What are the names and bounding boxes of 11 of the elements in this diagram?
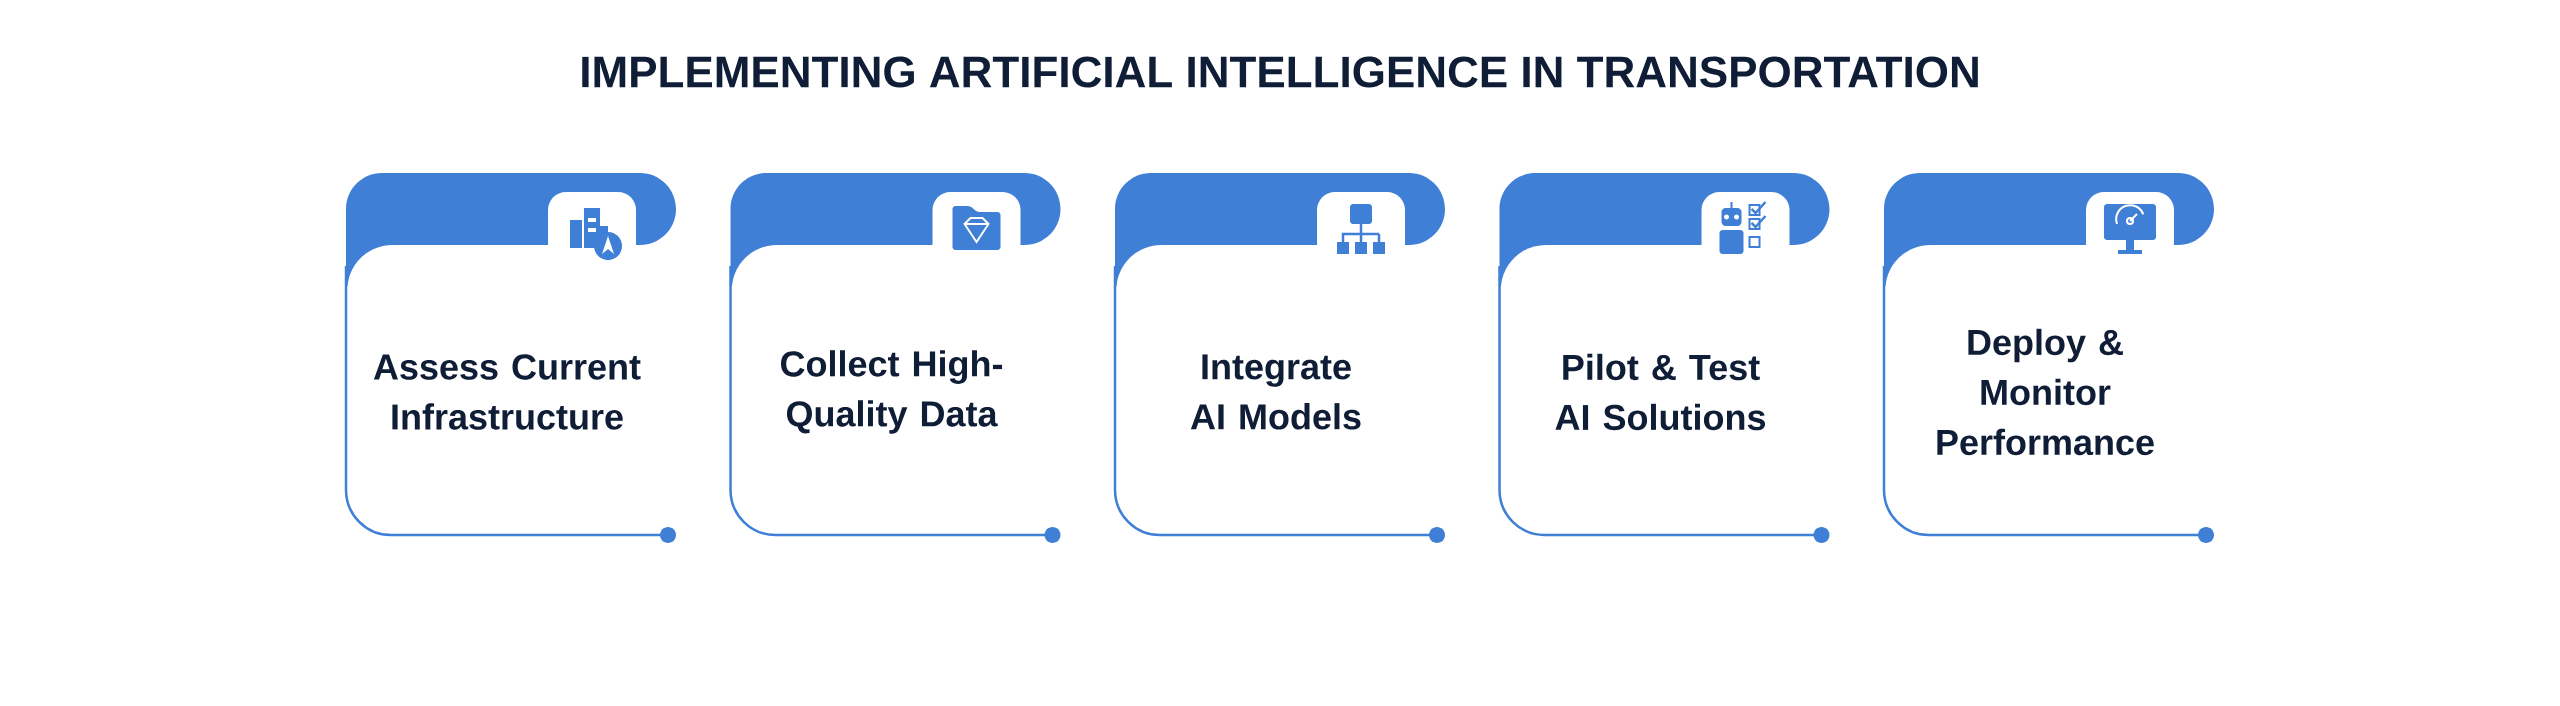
node-label: Integrate AI Models: [1190, 354, 1361, 430]
step-card: Assess Current Infrastructure: [344, 173, 686, 543]
step-card: Collect High-Quality Data: [729, 173, 1071, 543]
node-label: Collect High-Quality Data: [781, 350, 1003, 434]
step-card: Integrate AI Models: [1113, 173, 1455, 543]
step-card: Pilot & Test AI Solutions: [1498, 173, 1840, 543]
title: IMPLEMENTING ARTIFICIAL INTELLIGENCE IN TRANSPORTATION: [582, 56, 1978, 88]
node-label: Pilot & Test AI Solutions: [1555, 353, 1766, 431]
step-card: Deploy & Monitor Performance: [1882, 173, 2224, 543]
node-label: Assess Current Infrastructure: [373, 354, 641, 430]
node-label: Deploy & Monitor Performance: [1937, 328, 2154, 456]
